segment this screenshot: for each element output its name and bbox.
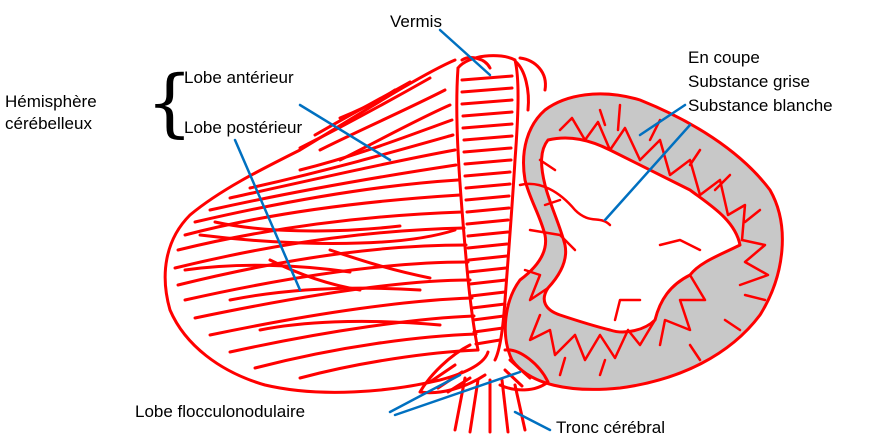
label-en-coupe: En coupe	[688, 48, 760, 68]
label-vermis: Vermis	[390, 12, 442, 32]
label-lobe-anterieur: Lobe antérieur	[184, 68, 294, 88]
label-substance-blanche: Substance blanche	[688, 96, 833, 116]
label-lobe-posterieur: Lobe postérieur	[184, 118, 302, 138]
label-hemisphere-line1: Hémisphère	[5, 92, 97, 112]
leader-lobe-anterieur	[300, 105, 390, 160]
leader-tronc	[515, 412, 550, 430]
label-tronc-cerebral: Tronc cérébral	[556, 418, 665, 438]
leader-lobe-posterieur	[235, 140, 300, 290]
label-substance-grise: Substance grise	[688, 72, 810, 92]
leader-vermis	[440, 30, 490, 75]
label-hemisphere-line2: cérébelleux	[5, 114, 92, 134]
right-hemisphere-section	[505, 94, 782, 390]
leader-floccu-2	[395, 372, 520, 415]
label-lobe-flocculonodulaire: Lobe flocculonodulaire	[135, 402, 305, 422]
left-hemisphere	[165, 60, 488, 392]
leader-floccu-1	[390, 375, 460, 412]
